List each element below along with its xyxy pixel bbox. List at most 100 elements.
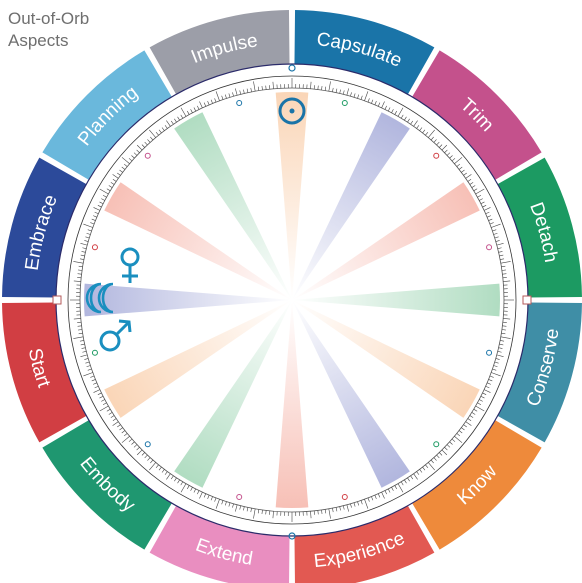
degree-tick (407, 118, 410, 123)
degree-tick (261, 86, 263, 91)
degree-tick (346, 504, 349, 512)
degree-tick (495, 358, 500, 360)
chart-title: Out-of-Orb Aspects (8, 8, 89, 52)
degree-tick (422, 466, 426, 471)
degree-tick (272, 511, 274, 519)
degree-tick (360, 500, 363, 505)
degree-tick (193, 488, 197, 493)
degree-tick (99, 188, 109, 195)
segment-planning (42, 50, 172, 180)
degree-tick (441, 144, 448, 151)
degree-tick (436, 141, 440, 146)
degree-tick (454, 157, 463, 164)
degree-tick (119, 427, 123, 431)
aspect-wedge (292, 112, 410, 300)
degree-tick (190, 109, 193, 113)
degree-tick (430, 136, 434, 141)
degree-tick (97, 392, 102, 395)
degree-tick (441, 449, 448, 456)
degree-tick (387, 488, 391, 493)
degree-tick (397, 107, 404, 117)
degree-tick (93, 389, 100, 393)
degree-tick (170, 120, 174, 125)
degree-tick (328, 81, 331, 92)
degree-tick (128, 158, 133, 162)
degree-tick (487, 215, 491, 218)
degree-tick (174, 477, 177, 482)
degree-tick (232, 503, 234, 508)
degree-tick (133, 152, 138, 156)
degree-tick (80, 243, 88, 246)
degree-tick (83, 372, 93, 377)
degree-tick (410, 475, 414, 480)
degree-tick (377, 493, 381, 498)
degree-tick (78, 332, 83, 335)
axis-marker (52, 295, 62, 305)
degree-tick (324, 509, 327, 514)
mars-glyph (99, 319, 132, 352)
cusp-marker (341, 494, 348, 501)
degree-tick (480, 201, 485, 205)
opposition-marker (288, 532, 296, 540)
cusp-marker (91, 244, 98, 251)
degree-tick (471, 185, 476, 188)
degree-tick (199, 101, 203, 108)
degree-tick (141, 144, 145, 148)
degree-tick (324, 86, 327, 91)
degree-tick (73, 318, 81, 320)
degree-tick (425, 131, 429, 136)
degree-tick (449, 155, 453, 159)
degree-tick (112, 418, 117, 422)
aspect-wedge (174, 300, 292, 488)
degree-tick (456, 163, 461, 167)
degree-tick (199, 492, 203, 499)
degree-tick (101, 399, 105, 402)
degree-tick (400, 481, 404, 486)
degree-tick (73, 261, 84, 264)
degree-tick (497, 350, 502, 353)
degree-tick (250, 87, 252, 92)
degree-tick (500, 258, 505, 260)
degree-tick (461, 427, 465, 431)
degree-tick (404, 116, 407, 121)
degree-tick (374, 495, 377, 499)
degree-tick (332, 508, 334, 513)
degree-tick (477, 195, 482, 198)
degree-tick (494, 361, 499, 364)
degree-tick (101, 198, 105, 201)
degree-tick (78, 269, 83, 271)
degree-tick (197, 105, 200, 110)
degree-tick (80, 343, 85, 346)
degree-tick (353, 93, 356, 98)
degree-tick (215, 499, 220, 509)
degree-tick (479, 198, 483, 201)
degree-tick (484, 389, 491, 393)
degree-tick (131, 155, 135, 159)
cusp-marker (91, 349, 98, 356)
degree-tick (473, 188, 478, 192)
degree-tick (346, 88, 349, 96)
degree-tick (235, 88, 238, 96)
degree-tick (261, 509, 263, 514)
degree-tick (335, 88, 338, 93)
degree-tick (496, 243, 504, 246)
degree-tick (465, 174, 472, 179)
planet-glyphs (85, 64, 306, 540)
degree-tick (357, 94, 360, 99)
degree-tick (108, 412, 113, 415)
degree-tick (498, 251, 503, 253)
degree-tick (161, 127, 165, 131)
degree-tick (367, 497, 370, 502)
degree-tick (214, 497, 217, 502)
cusp-marker (486, 244, 493, 251)
degree-tick (439, 452, 443, 456)
degree-tick (381, 101, 385, 108)
aspect-wedge (292, 300, 480, 418)
aspect-wedge (104, 300, 292, 418)
degree-tick (73, 280, 81, 282)
degree-tick (428, 462, 435, 471)
degree-tick (121, 157, 130, 164)
degree-tick (86, 232, 91, 235)
degree-tick (187, 485, 190, 490)
degree-tick (80, 354, 88, 357)
